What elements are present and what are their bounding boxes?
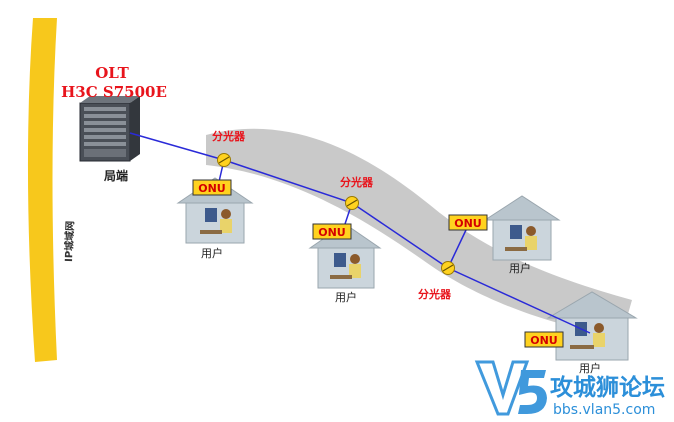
house-icon bbox=[546, 291, 638, 361]
splitter-icon bbox=[345, 196, 359, 210]
onu-box: ONU bbox=[524, 331, 564, 348]
svg-text:ONU: ONU bbox=[530, 334, 558, 347]
user-label: 用户 bbox=[335, 290, 357, 304]
olt-model: H3C S7500E bbox=[61, 83, 167, 101]
splitter-label: 分光器 bbox=[340, 175, 374, 189]
watermark-logo-icon: V5 bbox=[474, 360, 547, 416]
watermark-title: 攻城狮论坛 bbox=[550, 374, 665, 401]
user-label: 用户 bbox=[579, 361, 601, 375]
splitter-label: 分光器 bbox=[212, 129, 246, 143]
onu-box: ONU bbox=[448, 214, 488, 231]
house-icon bbox=[483, 195, 561, 261]
splitter-icon bbox=[217, 153, 231, 167]
ip-network-label: IP城域网 bbox=[62, 221, 76, 262]
olt-device-icon bbox=[79, 96, 140, 162]
olt-caption: 局端 bbox=[104, 168, 128, 183]
splitter-label: 分光器 bbox=[418, 287, 452, 301]
fiber-road-band bbox=[206, 128, 632, 335]
svg-text:ONU: ONU bbox=[198, 182, 226, 195]
olt-title: OLT bbox=[95, 64, 129, 82]
splitter-icon bbox=[441, 261, 455, 275]
user-label: 用户 bbox=[201, 246, 223, 260]
onu-box: ONU bbox=[192, 179, 232, 196]
svg-text:ONU: ONU bbox=[454, 217, 482, 230]
house-icon bbox=[308, 223, 382, 289]
fiber-drop-line bbox=[447, 229, 467, 269]
onu-box: ONU bbox=[312, 223, 352, 240]
watermark-url: bbs.vlan5.com bbox=[553, 402, 655, 418]
svg-text:ONU: ONU bbox=[318, 226, 346, 239]
user-label: 用户 bbox=[509, 261, 531, 275]
ip-network-band bbox=[27, 18, 57, 362]
